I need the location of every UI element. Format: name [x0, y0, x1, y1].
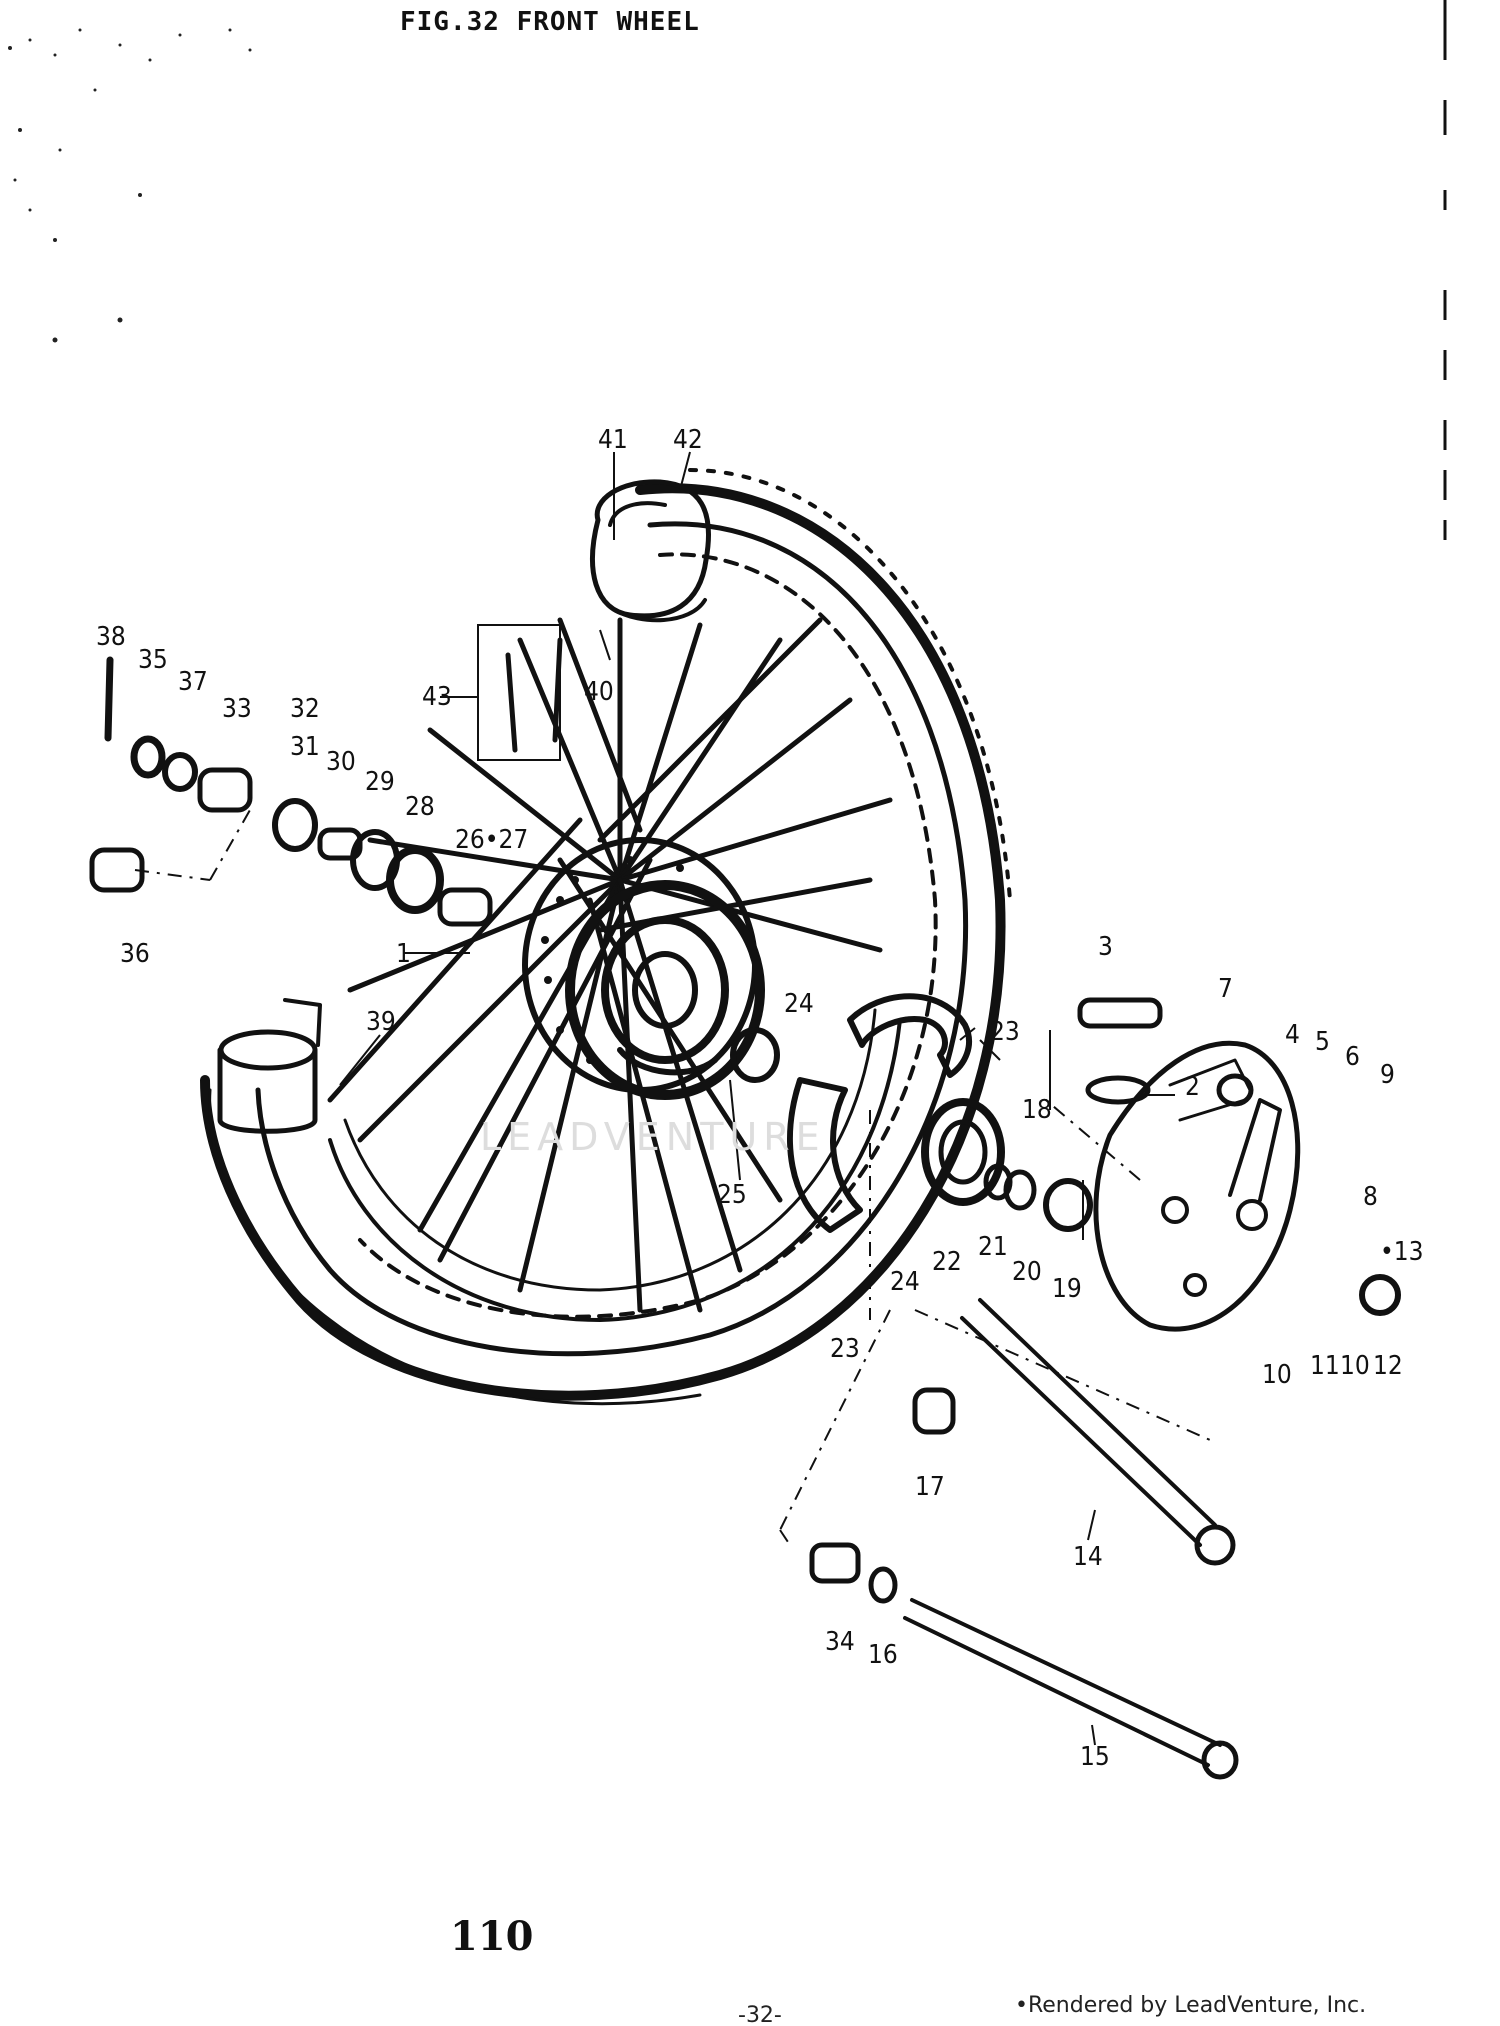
callout-1: 1 — [396, 939, 411, 969]
callout-24a: 24 — [784, 989, 814, 1019]
callout-12: 12 — [1373, 1351, 1403, 1381]
scan-speckle — [8, 28, 252, 343]
callout-35: 35 — [138, 645, 168, 675]
render-credit: •Rendered by LeadVenture, Inc. — [1015, 1993, 1366, 2018]
callout-25: 25 — [717, 1180, 747, 1210]
callout-43: 43 — [422, 682, 452, 712]
callout-23b: 23 — [830, 1334, 860, 1364]
callout-37: 37 — [178, 667, 208, 697]
hub-drawing — [522, 837, 765, 1100]
callout-41: 41 — [598, 425, 628, 455]
callout-38: 38 — [96, 622, 126, 652]
callout-15: 15 — [1080, 1742, 1110, 1772]
callout-10b: 10 — [1340, 1351, 1370, 1381]
callout-20: 20 — [1012, 1257, 1042, 1287]
callout-8: 8 — [1363, 1182, 1378, 1212]
brake-panel-drawing — [1093, 1040, 1301, 1332]
callout-labels: 41 42 40 43 38 35 37 33 32 31 30 29 28 2… — [96, 425, 1424, 1772]
callout-24b: 24 — [890, 1267, 920, 1297]
callout-22: 22 — [932, 1247, 962, 1277]
callout-5: 5 — [1315, 1027, 1330, 1057]
callout-32: 32 — [290, 694, 320, 724]
callout-29: 29 — [365, 767, 395, 797]
callout-36: 36 — [120, 939, 150, 969]
axle-parts-drawing — [809, 997, 1401, 1780]
watermark: LEADVENTURE — [480, 1115, 826, 1159]
callout-16: 16 — [868, 1640, 898, 1670]
tube-drawing — [590, 479, 712, 623]
callout-23a: 23 — [990, 1017, 1020, 1047]
callout-2: 2 — [1185, 1072, 1200, 1102]
callout-39: 39 — [366, 1007, 396, 1037]
callout-13: •13 — [1380, 1237, 1424, 1267]
left-bearing-parts-drawing — [89, 656, 493, 927]
callout-19: 19 — [1052, 1274, 1082, 1304]
callout-33: 33 — [222, 694, 252, 724]
sheet-code: -32- — [738, 2003, 782, 2026]
callout-30: 30 — [326, 747, 356, 777]
callout-10a: 10 — [1262, 1360, 1292, 1390]
callout-42: 42 — [673, 425, 703, 455]
callout-17: 17 — [915, 1472, 945, 1502]
valve-stem-bracket — [477, 624, 563, 761]
callout-9: 9 — [1380, 1060, 1395, 1090]
callout-28: 28 — [405, 792, 435, 822]
callout-3: 3 — [1098, 932, 1113, 962]
callout-26-27: 26•27 — [455, 825, 528, 855]
callout-40: 40 — [584, 677, 614, 707]
callout-6: 6 — [1345, 1042, 1360, 1072]
callout-14: 14 — [1073, 1542, 1103, 1572]
figure-title: FIG.32 FRONT WHEEL — [400, 7, 700, 37]
brake-shoes-drawing — [730, 993, 1093, 1233]
callout-7: 7 — [1218, 974, 1233, 1004]
callout-4: 4 — [1285, 1020, 1300, 1050]
callout-18: 18 — [1022, 1095, 1052, 1125]
callout-21: 21 — [978, 1232, 1008, 1262]
leader-lines — [134, 451, 1211, 1746]
tire-drawing — [200, 468, 1012, 1406]
callout-31: 31 — [290, 732, 320, 762]
page-number: 110 — [450, 1913, 534, 1960]
callout-11: 11 — [1310, 1351, 1340, 1381]
callout-34: 34 — [825, 1627, 855, 1657]
